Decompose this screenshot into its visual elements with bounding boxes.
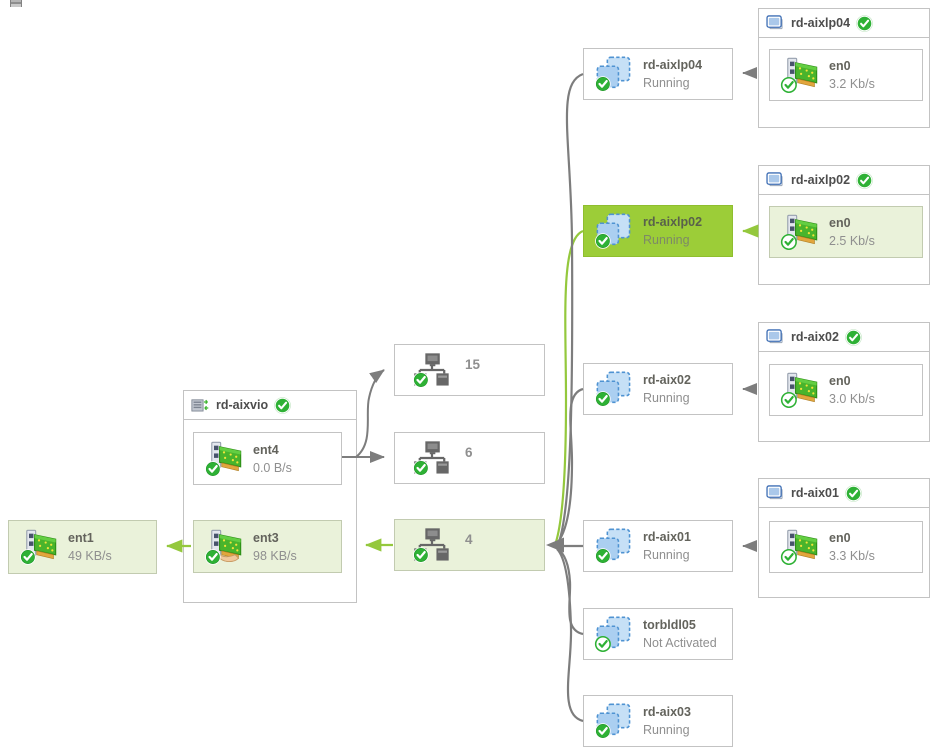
adapter-node-ent4[interactable]: ent4 0.0 B/s — [193, 432, 342, 485]
adapter-node-en0[interactable]: en0 3.0 Kb/s — [769, 364, 923, 416]
vio-server-group[interactable]: rd-aixvio ent4 0.0 B/s ent3 98 KB/s — [183, 390, 357, 603]
adapter-label: en0 — [829, 374, 851, 388]
edge-rd-aixlp04-to-vlan4 — [557, 72, 584, 543]
partition-status: Running — [643, 391, 690, 405]
vlan-node-6[interactable]: 6 — [394, 432, 545, 484]
adapter-label: ent1 — [68, 531, 94, 545]
vlan-id: 15 — [465, 356, 481, 372]
host-icon — [766, 172, 785, 188]
adapter-rate: 49 KB/s — [68, 549, 112, 563]
vio-server-icon — [191, 397, 210, 413]
partition-name: rd-aixlp02 — [643, 215, 703, 229]
network-adapter-icon — [780, 372, 820, 408]
host-header: rd-aixlp04 — [759, 9, 929, 38]
host-name: rd-aix02 — [791, 330, 839, 344]
host-name: rd-aixlp02 — [791, 173, 851, 187]
partition-name: rd-aix01 — [643, 530, 691, 544]
partition-name: rd-aix02 — [643, 373, 691, 387]
edge-rd-aix03-to-vlan4 — [556, 548, 584, 723]
partition-icon — [594, 213, 634, 249]
partition-icon — [594, 371, 634, 407]
ok-badge-icon — [845, 485, 862, 502]
adapter-label: ent4 — [253, 442, 279, 457]
vio-server-header: rd-aixvio — [184, 391, 356, 420]
adapter-label: ent3 — [253, 530, 279, 545]
network-adapter-icon — [780, 57, 820, 93]
partition-node-torbldl05[interactable]: torbldl05 Not Activated — [583, 608, 733, 660]
adapter-rate: 3.3 Kb/s — [829, 549, 875, 563]
ok-badge-icon — [856, 15, 873, 32]
partition-status: Running — [643, 233, 690, 247]
partition-node-rd-aix03[interactable]: rd-aix03 Running — [583, 695, 733, 747]
partition-name: torbldl05 — [643, 618, 696, 632]
partition-name: rd-aix03 — [643, 705, 691, 719]
partition-icon — [594, 616, 634, 652]
edge-torbldl05-to-vlan4 — [556, 547, 584, 636]
adapter-node-ent1[interactable]: ent1 49 KB/s — [8, 520, 157, 574]
partition-name: rd-aixlp04 — [643, 58, 703, 72]
partition-icon — [594, 703, 634, 739]
adapter-node-ent3[interactable]: ent3 98 KB/s — [193, 520, 342, 573]
host-name: rd-aix01 — [791, 486, 839, 500]
network-adapter-icon — [204, 441, 244, 477]
host-group-rd-aixlp04[interactable]: rd-aixlp04 en0 3.2 Kb/s — [758, 8, 930, 128]
host-header: rd-aixlp02 — [759, 166, 929, 195]
converge-arrowhead — [546, 537, 564, 553]
host-icon — [766, 329, 785, 345]
host-icon — [766, 15, 785, 31]
partition-node-rd-aix02[interactable]: rd-aix02 Running — [583, 363, 733, 415]
partition-status: Running — [643, 723, 690, 737]
vlan-node-4[interactable]: 4 — [394, 519, 545, 571]
host-group-rd-aix01[interactable]: rd-aix01 en0 3.3 Kb/s — [758, 478, 930, 598]
partition-icon — [594, 528, 634, 564]
partition-status: Running — [643, 76, 690, 90]
host-header: rd-aix02 — [759, 323, 929, 352]
vlan-id: 6 — [465, 444, 473, 460]
clipped-icon — [10, 0, 22, 7]
host-icon — [766, 485, 785, 501]
virtual-switch-icon — [412, 527, 452, 563]
partition-status: Running — [643, 548, 690, 562]
ok-badge-icon — [845, 329, 862, 346]
adapter-label: en0 — [829, 216, 851, 230]
ok-badge-icon — [274, 397, 291, 414]
partition-icon — [594, 56, 634, 92]
host-group-rd-aixlp02[interactable]: rd-aixlp02 en0 2.5 Kb/s — [758, 165, 930, 285]
edge-rd-aix02-to-vlan4 — [557, 387, 584, 543]
partition-node-rd-aixlp04[interactable]: rd-aixlp04 Running — [583, 48, 733, 100]
adapter-rate: 3.0 Kb/s — [829, 392, 875, 406]
network-adapter-icon — [780, 214, 820, 250]
adapter-node-en0[interactable]: en0 3.2 Kb/s — [769, 49, 923, 101]
virtual-switch-icon — [412, 352, 452, 388]
network-adapter-icon — [780, 529, 820, 565]
adapter-node-en0[interactable]: en0 2.5 Kb/s — [769, 206, 923, 258]
virtual-switch-icon — [412, 440, 452, 476]
adapter-rate: 2.5 Kb/s — [829, 234, 875, 248]
host-name: rd-aixlp04 — [791, 16, 851, 30]
edge-ent4-to-vlan15 — [355, 369, 385, 458]
shared-adapter-icon — [204, 529, 244, 565]
partition-node-rd-aix01[interactable]: rd-aix01 Running — [583, 520, 733, 572]
ok-badge-icon — [856, 172, 873, 189]
adapter-rate: 3.2 Kb/s — [829, 77, 875, 91]
edge-rd-aixlp02-to-vlan4 — [554, 229, 584, 543]
network-adapter-icon — [19, 529, 59, 565]
vlan-id: 4 — [465, 531, 473, 547]
adapter-rate: 0.0 B/s — [253, 460, 292, 475]
vlan-node-15[interactable]: 15 — [394, 344, 545, 396]
adapter-label: en0 — [829, 531, 851, 545]
partition-node-rd-aixlp02[interactable]: rd-aixlp02 Running — [583, 205, 733, 257]
adapter-rate: 98 KB/s — [253, 548, 297, 563]
host-group-rd-aix02[interactable]: rd-aix02 en0 3.0 Kb/s — [758, 322, 930, 442]
partition-status: Not Activated — [643, 636, 717, 650]
adapter-node-en0[interactable]: en0 3.3 Kb/s — [769, 521, 923, 573]
vio-server-name: rd-aixvio — [216, 398, 269, 412]
adapter-label: en0 — [829, 59, 851, 73]
host-header: rd-aix01 — [759, 479, 929, 508]
